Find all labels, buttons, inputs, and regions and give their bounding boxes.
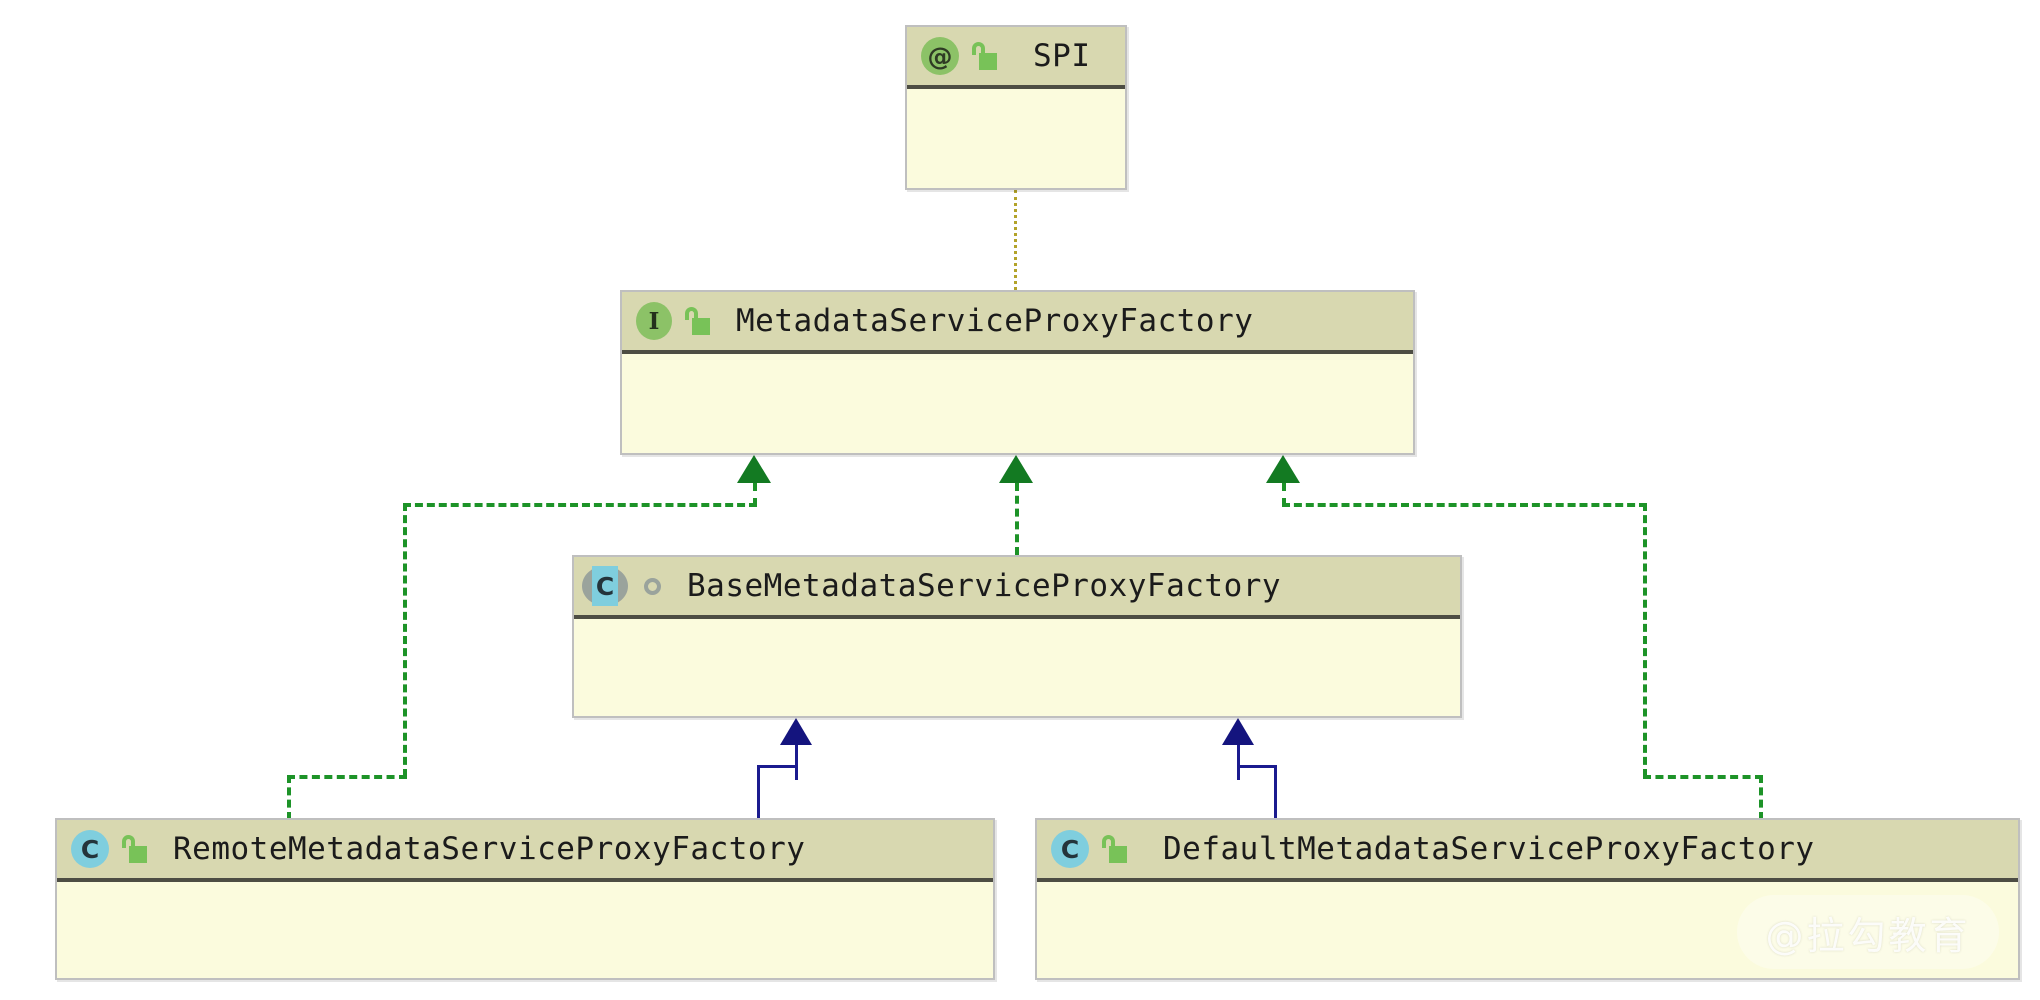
uml-node-spi[interactable]: @ SPI xyxy=(905,25,1127,190)
at-annotation-icon: @ xyxy=(921,37,959,75)
edge-generalization-default-seg-v1 xyxy=(1237,745,1240,780)
edge-realization-default-seg-v3 xyxy=(1759,775,1763,820)
arrowhead-generalization-right xyxy=(1222,718,1254,745)
abstract-class-icon-label: C xyxy=(592,566,618,606)
uml-node-spi-body xyxy=(907,89,1125,188)
uml-node-base-metadata-service-proxy-factory[interactable]: C BaseMetadataServiceProxyFactory xyxy=(572,555,1462,718)
edge-realization-remote-seg-h2 xyxy=(287,775,407,779)
uml-node-base-metadata-service-proxy-factory-title: BaseMetadataServiceProxyFactory xyxy=(687,568,1282,604)
arrowhead-realization-right xyxy=(1266,455,1300,483)
uml-node-base-metadata-service-proxy-factory-body xyxy=(574,619,1460,716)
arrowhead-realization-left xyxy=(737,455,771,483)
uml-node-default-metadata-service-proxy-factory-header: C DefaultMetadataServiceProxyFactory xyxy=(1037,820,2018,882)
uml-node-spi-title: SPI xyxy=(1033,38,1091,74)
edge-realization-default-seg-v1 xyxy=(1282,483,1286,506)
lock-open-icon xyxy=(971,42,997,70)
circle-package-icon xyxy=(644,577,661,595)
edge-realization-default-seg-v2 xyxy=(1643,503,1647,777)
uml-node-remote-metadata-service-proxy-factory-body xyxy=(57,882,993,978)
uml-node-remote-metadata-service-proxy-factory[interactable]: C RemoteMetadataServiceProxyFactory xyxy=(55,818,995,980)
lock-open-icon xyxy=(684,307,710,335)
edge-generalization-remote-seg-v1 xyxy=(795,745,798,780)
edge-realization-remote-seg-v2 xyxy=(403,503,407,777)
uml-node-default-metadata-service-proxy-factory-title: DefaultMetadataServiceProxyFactory xyxy=(1163,831,1815,867)
uml-node-metadata-service-proxy-factory-body xyxy=(622,354,1413,453)
edge-generalization-remote-seg-h1 xyxy=(757,765,797,768)
class-icon: C xyxy=(1051,830,1089,868)
class-icon: C xyxy=(71,830,109,868)
uml-node-metadata-service-proxy-factory[interactable]: I MetadataServiceProxyFactory xyxy=(620,290,1415,455)
lock-open-icon xyxy=(1101,835,1127,863)
uml-node-spi-header: @ SPI xyxy=(907,27,1125,89)
edge-generalization-remote-seg-v2 xyxy=(757,765,760,820)
uml-node-base-metadata-service-proxy-factory-header: C BaseMetadataServiceProxyFactory xyxy=(574,557,1460,619)
uml-node-remote-metadata-service-proxy-factory-header: C RemoteMetadataServiceProxyFactory xyxy=(57,820,993,882)
interface-icon: I xyxy=(636,302,672,340)
edge-realization-default-seg-h2 xyxy=(1643,775,1763,779)
edge-realization-default-seg-h1 xyxy=(1282,503,1647,507)
edge-generalization-default-seg-h1 xyxy=(1237,765,1277,768)
edge-realization-remote-seg-h1 xyxy=(403,503,757,507)
edge-generalization-default-seg-v2 xyxy=(1274,765,1277,820)
uml-node-metadata-service-proxy-factory-header: I MetadataServiceProxyFactory xyxy=(622,292,1413,354)
edge-realization-remote-seg-v3 xyxy=(287,775,291,820)
edge-realization-remote-seg-v1 xyxy=(753,483,757,506)
arrowhead-realization-center xyxy=(999,455,1033,483)
lock-open-icon xyxy=(121,835,147,863)
edge-realization-base-to-interface xyxy=(1015,483,1019,555)
uml-node-remote-metadata-service-proxy-factory-title: RemoteMetadataServiceProxyFactory xyxy=(173,831,806,867)
arrowhead-generalization-left xyxy=(780,718,812,745)
uml-node-metadata-service-proxy-factory-title: MetadataServiceProxyFactory xyxy=(736,303,1254,339)
abstract-class-icon: C xyxy=(582,566,628,606)
uml-node-default-metadata-service-proxy-factory[interactable]: C DefaultMetadataServiceProxyFactory xyxy=(1035,818,2020,980)
uml-node-default-metadata-service-proxy-factory-body xyxy=(1037,882,2018,978)
edge-annotation-spi-to-interface xyxy=(1014,190,1017,290)
